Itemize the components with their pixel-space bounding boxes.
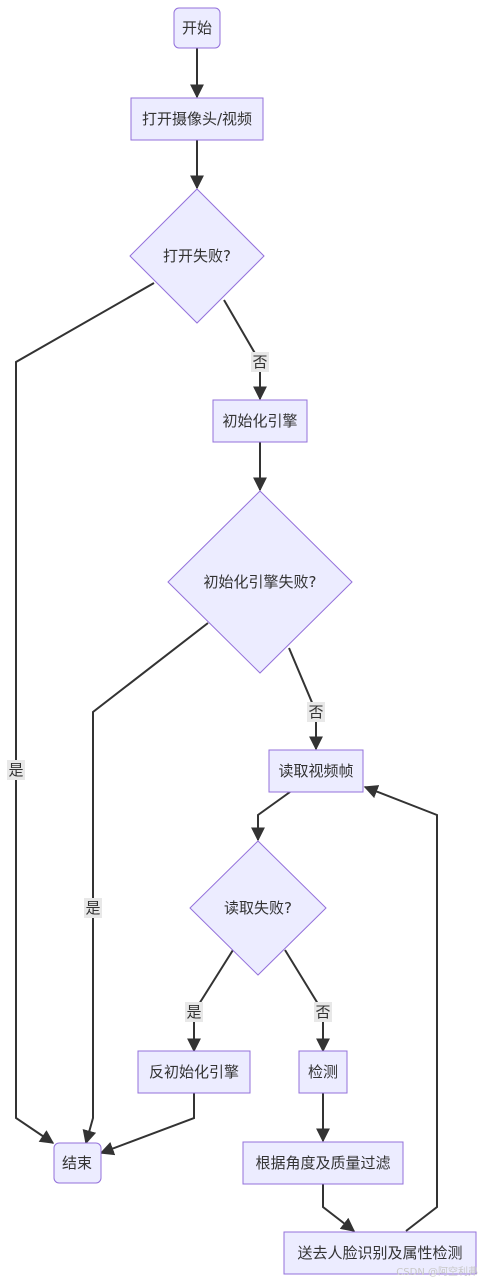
edge-readfailed-yes: [187, 949, 234, 1053]
label-open-yes: 是: [8, 761, 23, 779]
label-init-yes: 是: [85, 899, 100, 917]
nodes: 开始 打开摄像头/视频 打开失败? 初始化引擎 初始化引擎失败? 读取视频帧 读…: [53, 7, 477, 1275]
node-read-frame: 读取视频帧: [268, 749, 364, 793]
node-read-frame-text: 读取视频帧: [278, 762, 353, 780]
watermark: CSDN @阿空利弗: [396, 1267, 478, 1278]
edge-openfailed-yes: [15, 282, 155, 1144]
node-start-text: 开始: [182, 19, 212, 37]
node-open-failed: 打开失败?: [129, 188, 265, 324]
label-open-no: 否: [252, 353, 267, 371]
edge-readfailed-no: [284, 949, 330, 1053]
label-read-yes: 是: [186, 1003, 201, 1021]
label-read-no: 否: [315, 1003, 330, 1021]
node-init-failed-text: 初始化引擎失败?: [204, 573, 317, 591]
node-filter-text: 根据角度及质量过滤: [255, 1154, 390, 1172]
edges: [15, 48, 438, 1232]
node-detect: 检测: [298, 1050, 348, 1094]
edge-readframe-to-readfailed: [251, 791, 291, 842]
node-open-camera-text: 打开摄像头/视频: [142, 110, 252, 128]
node-send-recognition: 送去人脸识别及属性检测: [283, 1231, 477, 1275]
edge-labels: 否 是 否 是 是 否: [7, 352, 332, 1022]
node-open-camera: 打开摄像头/视频: [130, 97, 264, 141]
node-read-failed: 读取失败?: [189, 840, 327, 976]
edge-send-to-readframe: [363, 785, 438, 1232]
node-deinit-engine: 反初始化引擎: [137, 1050, 251, 1094]
node-open-failed-text: 打开失败?: [163, 247, 231, 265]
node-filter: 根据角度及质量过滤: [242, 1141, 404, 1185]
node-init-engine: 初始化引擎: [212, 399, 308, 443]
edge-filter-to-send: [322, 1184, 356, 1232]
edge-openfailed-no: [223, 299, 267, 401]
edge-initfailed-no: [288, 647, 323, 751]
node-end: 结束: [53, 1142, 102, 1184]
edge-deinit-to-end: [99, 1093, 195, 1156]
label-init-no: 否: [308, 703, 323, 721]
node-read-failed-text: 读取失败?: [224, 899, 292, 917]
node-end-text: 结束: [62, 1154, 92, 1172]
node-send-recognition-text: 送去人脸识别及属性检测: [297, 1244, 462, 1262]
node-detect-text: 检测: [308, 1063, 338, 1081]
node-deinit-engine-text: 反初始化引擎: [149, 1063, 239, 1081]
node-init-engine-text: 初始化引擎: [222, 412, 297, 430]
node-start: 开始: [173, 7, 221, 49]
node-init-failed: 初始化引擎失败?: [167, 490, 353, 674]
